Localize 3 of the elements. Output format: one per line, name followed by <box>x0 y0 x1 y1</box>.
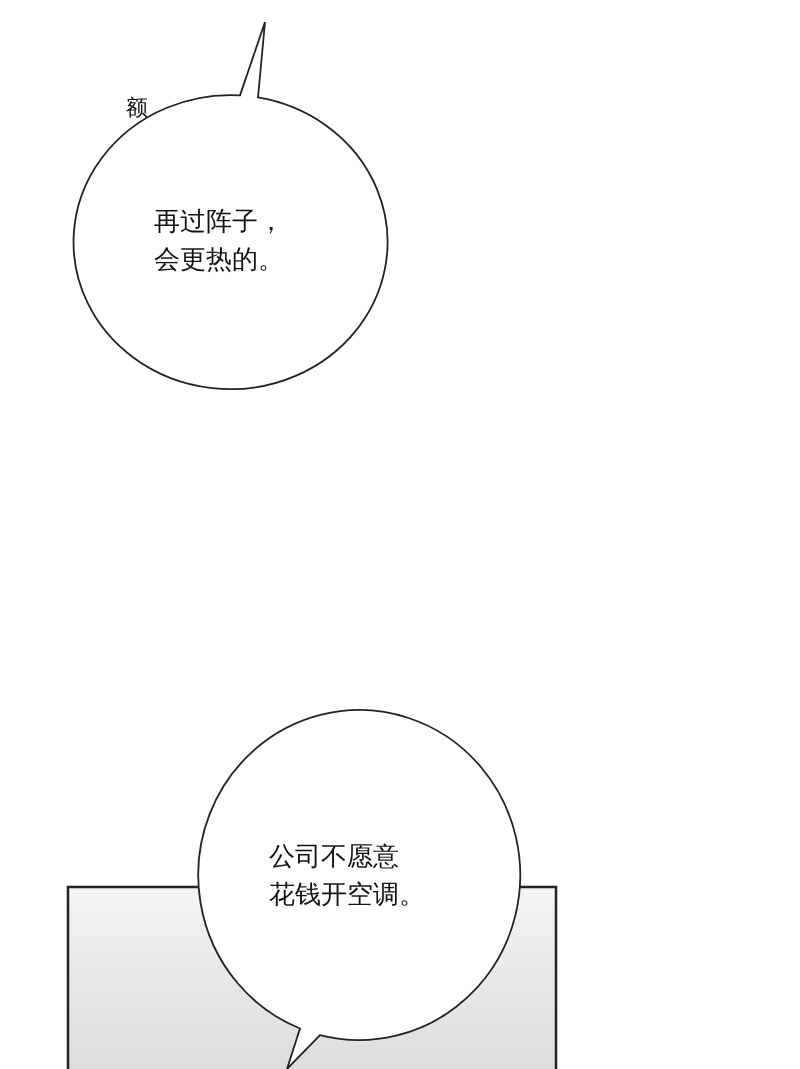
sound-effect-text: 额 <box>126 95 148 121</box>
dialogue-text: 公司不愿意花钱开空调。 <box>269 840 426 911</box>
dialogue-text: 再过阵子，会更热的。 <box>154 205 285 276</box>
